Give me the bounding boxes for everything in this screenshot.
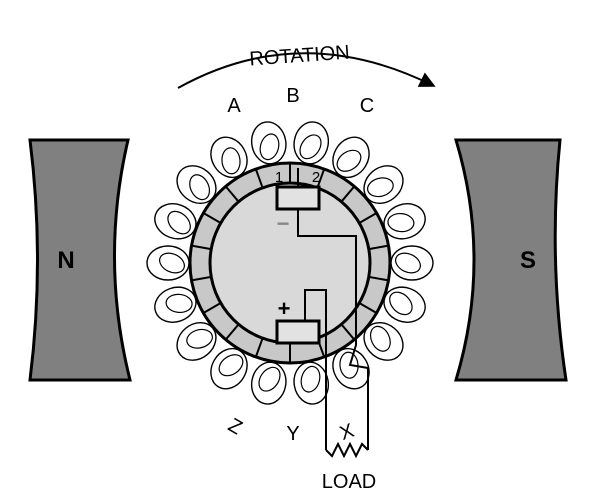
commutator-segments	[191, 163, 389, 363]
segment-divider-line	[202, 212, 222, 224]
segment-divider-line	[202, 302, 222, 314]
coil-inner-turn	[395, 252, 421, 274]
coil-loop	[250, 361, 287, 405]
coil-label-x: X	[337, 420, 357, 445]
segment-divider-line	[254, 337, 264, 358]
segment-divider-line	[191, 275, 212, 282]
coil-loop	[390, 245, 434, 281]
coil-loop	[146, 245, 190, 281]
south-pole	[453, 138, 568, 382]
load-resistor	[325, 441, 369, 459]
south-pole-label: S	[520, 247, 536, 274]
segment-divider-line	[340, 185, 356, 203]
segment-divider-line	[358, 302, 378, 314]
rotation-arrow	[177, 52, 436, 89]
positive-lead	[304, 289, 327, 450]
coil-inner-turn	[367, 177, 394, 198]
segment-divider-line	[368, 244, 389, 251]
segment-2-label: 2	[312, 169, 320, 186]
coil-inner-turn	[186, 328, 213, 349]
negative-brush	[275, 185, 321, 211]
coil-loop	[293, 121, 330, 165]
coil-inner-turn	[387, 212, 415, 233]
positive-sign: +	[278, 296, 291, 321]
coil-inner-turn	[369, 325, 391, 352]
coil-inner-turn	[389, 291, 413, 316]
coil-inner-turn	[258, 366, 281, 392]
rotation-label: ROTATION	[249, 42, 351, 71]
coil-inner-turn	[167, 210, 191, 235]
coil-inner-turn	[159, 252, 185, 274]
segment-divider-line	[224, 323, 240, 341]
coil-inner-turn	[259, 133, 280, 161]
coil-inner-turn	[165, 293, 193, 314]
north-pole	[28, 138, 132, 382]
negative-lead	[297, 209, 369, 450]
coil-inner-turn	[339, 351, 359, 379]
segment-divider-line	[340, 323, 356, 341]
coil-label-y: Y	[286, 423, 299, 445]
north-pole-label: N	[57, 247, 74, 274]
segment-divider-line	[224, 185, 240, 203]
negative-sign: −	[277, 211, 290, 236]
coil-inner-turn	[300, 365, 321, 393]
coil-label-a: A	[227, 95, 241, 117]
segment-divider-line	[358, 212, 378, 224]
load-label: LOAD	[322, 471, 376, 493]
coil-inner-turn	[189, 174, 211, 201]
positive-brush	[275, 319, 321, 345]
coil-inner-turn	[218, 354, 244, 377]
segment-1-label: 1	[275, 169, 283, 186]
coil-label-z: Z	[224, 414, 246, 439]
coil-inner-turn	[299, 134, 322, 160]
coil-label-b: B	[286, 85, 299, 107]
coil-inner-turn	[336, 149, 362, 172]
segment-divider-line	[254, 168, 264, 189]
coil-label-c: C	[360, 95, 374, 117]
segment-divider-line	[368, 275, 389, 282]
coil-inner-turn	[221, 147, 241, 175]
segment-divider-line	[316, 168, 326, 189]
segment-divider-line	[191, 244, 212, 251]
